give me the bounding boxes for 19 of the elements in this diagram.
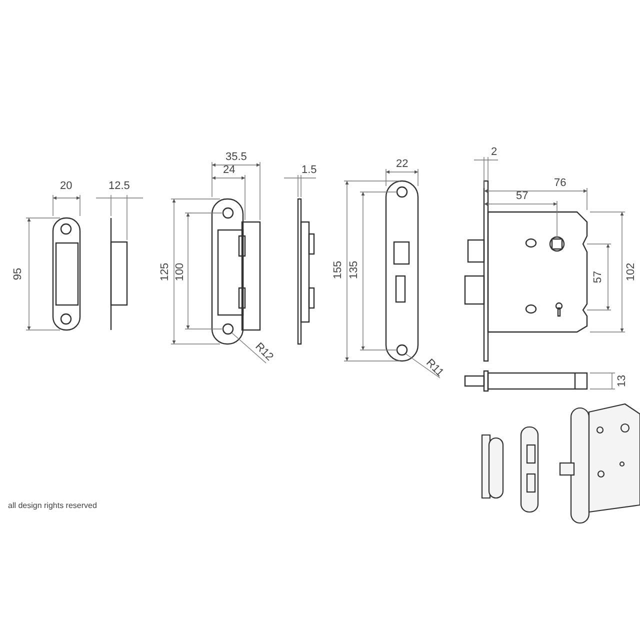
copyright-note: all design rights reserved bbox=[8, 500, 97, 512]
dimension-label: 102 bbox=[625, 262, 638, 282]
dimension-label: 1.5 bbox=[302, 164, 317, 176]
dimension-label: 155 bbox=[332, 260, 344, 280]
dimension-label: 13 bbox=[616, 374, 628, 388]
dimension-label: 125 bbox=[159, 262, 172, 282]
dimension-label: 95 bbox=[12, 268, 24, 280]
dimension-label: 135 bbox=[348, 260, 360, 280]
dimension-label: 22 bbox=[396, 158, 408, 170]
dimension-label: 57 bbox=[516, 190, 528, 202]
dimension-label: 20 bbox=[60, 180, 72, 192]
dimension-label: 100 bbox=[174, 262, 186, 282]
dimension-label: 76 bbox=[554, 177, 566, 189]
dimension-label: 35.5 bbox=[226, 151, 247, 163]
dimension-label: 2 bbox=[491, 146, 498, 158]
dimension-label: 57 bbox=[592, 270, 604, 284]
radius-label: R11 bbox=[423, 356, 446, 380]
dimension-label: 12.5 bbox=[108, 180, 130, 192]
dimension-label: 24 bbox=[223, 164, 236, 176]
